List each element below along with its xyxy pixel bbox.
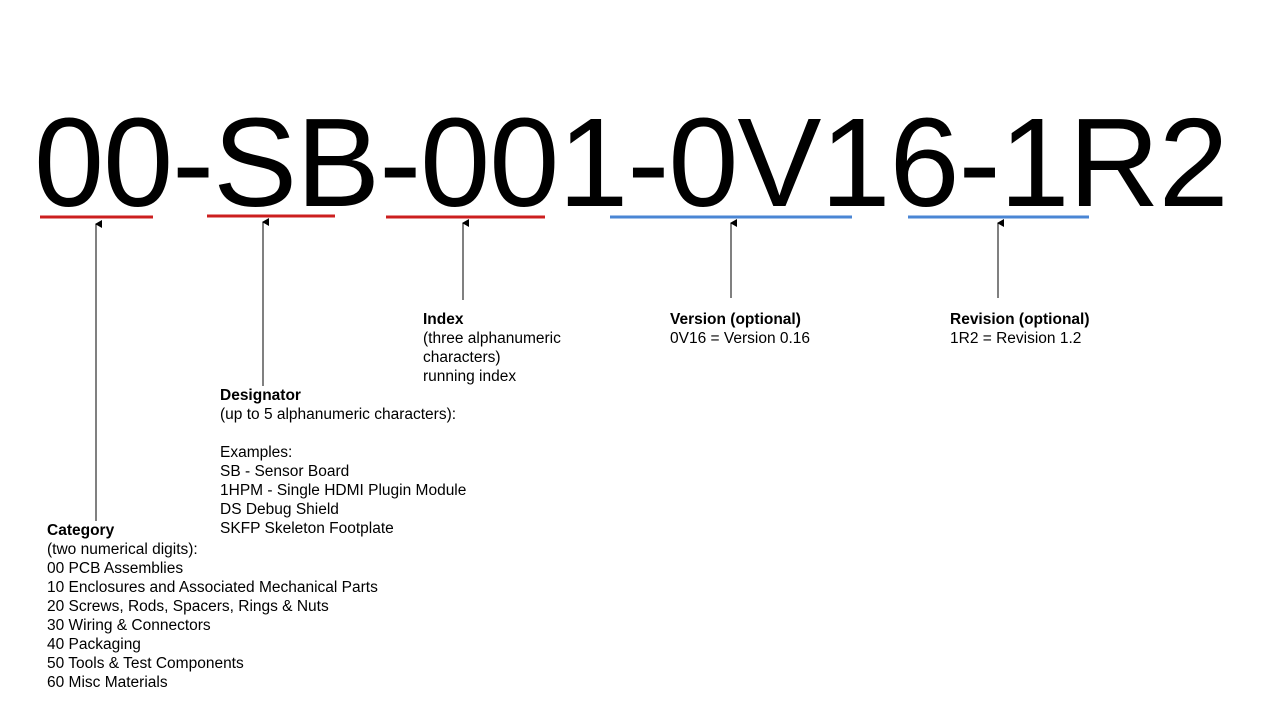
index-description: running index bbox=[423, 368, 517, 385]
index-description: characters) bbox=[423, 349, 501, 366]
category-title: Category bbox=[47, 522, 115, 539]
designator-description: (up to 5 alphanumeric characters): bbox=[220, 406, 457, 423]
category-item: 60 Misc Materials bbox=[47, 674, 168, 691]
category-item: 20 Screws, Rods, Spacers, Rings & Nuts bbox=[47, 598, 329, 615]
version-label-block: Version (optional) 0V16 = Version 0.16 bbox=[670, 310, 810, 348]
version-title: Version (optional) bbox=[670, 311, 801, 328]
designator-example: SKFP Skeleton Footplate bbox=[220, 520, 394, 537]
category-label-block: Category (two numerical digits): 00 PCB … bbox=[47, 521, 378, 692]
category-item: 40 Packaging bbox=[47, 636, 141, 653]
version-description: 0V16 = Version 0.16 bbox=[670, 330, 811, 347]
designator-example: SB - Sensor Board bbox=[220, 463, 350, 480]
revision-description: 1R2 = Revision 1.2 bbox=[950, 330, 1082, 347]
designator-examples-heading: Examples: bbox=[220, 444, 293, 461]
designator-example: DS Debug Shield bbox=[220, 501, 339, 518]
revision-title: Revision (optional) bbox=[950, 311, 1090, 328]
designator-title: Designator bbox=[220, 387, 301, 404]
category-item: 00 PCB Assemblies bbox=[47, 560, 184, 577]
designator-spacer bbox=[220, 424, 466, 443]
category-item: 30 Wiring & Connectors bbox=[47, 617, 211, 634]
revision-label-block: Revision (optional) 1R2 = Revision 1.2 bbox=[950, 310, 1090, 348]
index-label-block: Index (three alphanumeric characters) ru… bbox=[423, 310, 561, 386]
designator-example: 1HPM - Single HDMI Plugin Module bbox=[220, 482, 467, 499]
category-item: 10 Enclosures and Associated Mechanical … bbox=[47, 579, 378, 596]
index-description: (three alphanumeric bbox=[423, 330, 561, 347]
index-title: Index bbox=[423, 311, 464, 328]
category-item: 50 Tools & Test Components bbox=[47, 655, 244, 672]
part-number: 00-SB-001-0V16-1R2 bbox=[34, 92, 1229, 233]
designator-label-block: Designator (up to 5 alphanumeric charact… bbox=[220, 386, 466, 538]
category-description: (two numerical digits): bbox=[47, 541, 198, 558]
